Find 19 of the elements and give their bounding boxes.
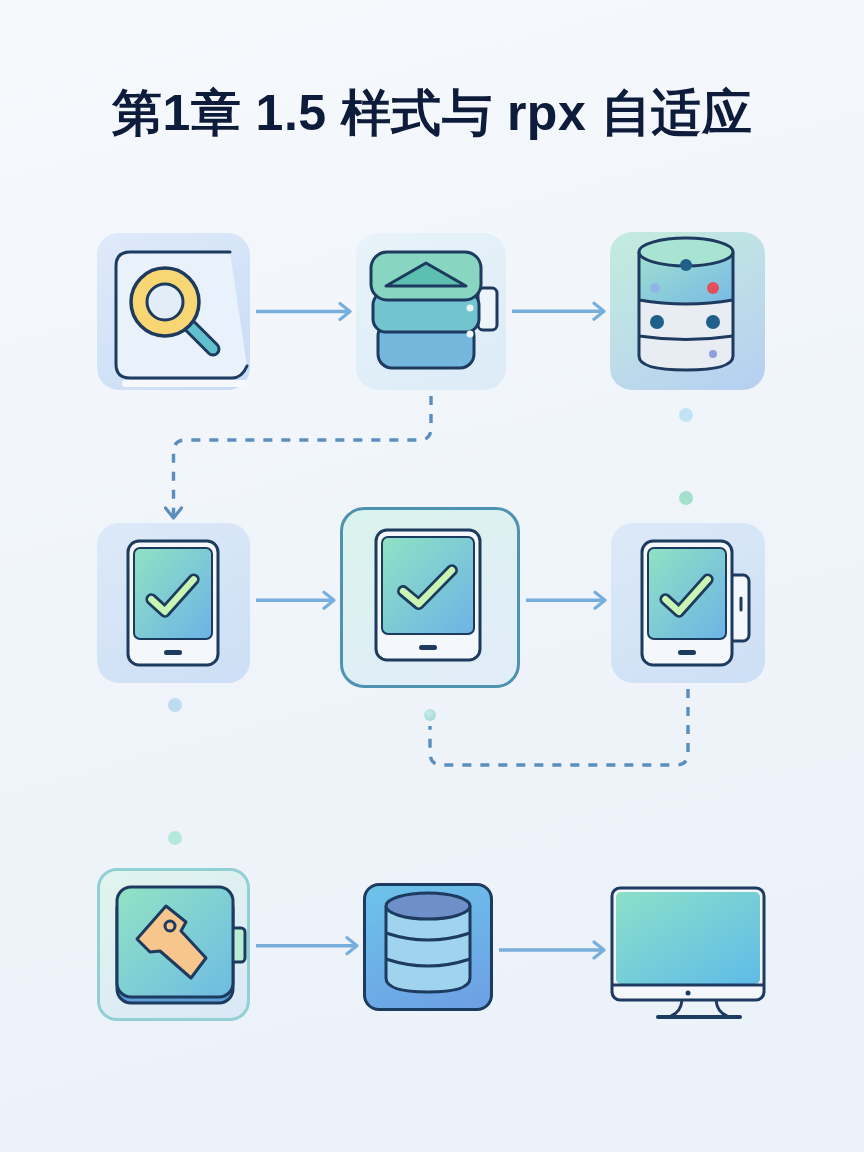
- arrow: [512, 301, 606, 321]
- title: 第1章 1.5 样式与 rpx 自适应: [111, 84, 753, 143]
- tag-icon: [97, 868, 250, 1021]
- stacked-box-icon: [356, 233, 506, 390]
- monitor-icon: [610, 886, 766, 1020]
- tablet-check-icon: [611, 523, 765, 683]
- dashed-connector-line: [428, 689, 690, 767]
- arrow: [499, 940, 606, 960]
- dot: [424, 709, 436, 721]
- tablet-check-icon: [97, 523, 250, 683]
- tablet-check-icon: [340, 507, 520, 688]
- arrow: [526, 590, 607, 610]
- arrow: [256, 301, 352, 322]
- database-icon: [363, 883, 493, 1011]
- database-icon: [610, 232, 765, 390]
- arrow: [256, 936, 359, 956]
- magnifier-icon: [97, 233, 250, 390]
- dashed-arrow: [163, 396, 433, 520]
- arrow: [256, 590, 336, 610]
